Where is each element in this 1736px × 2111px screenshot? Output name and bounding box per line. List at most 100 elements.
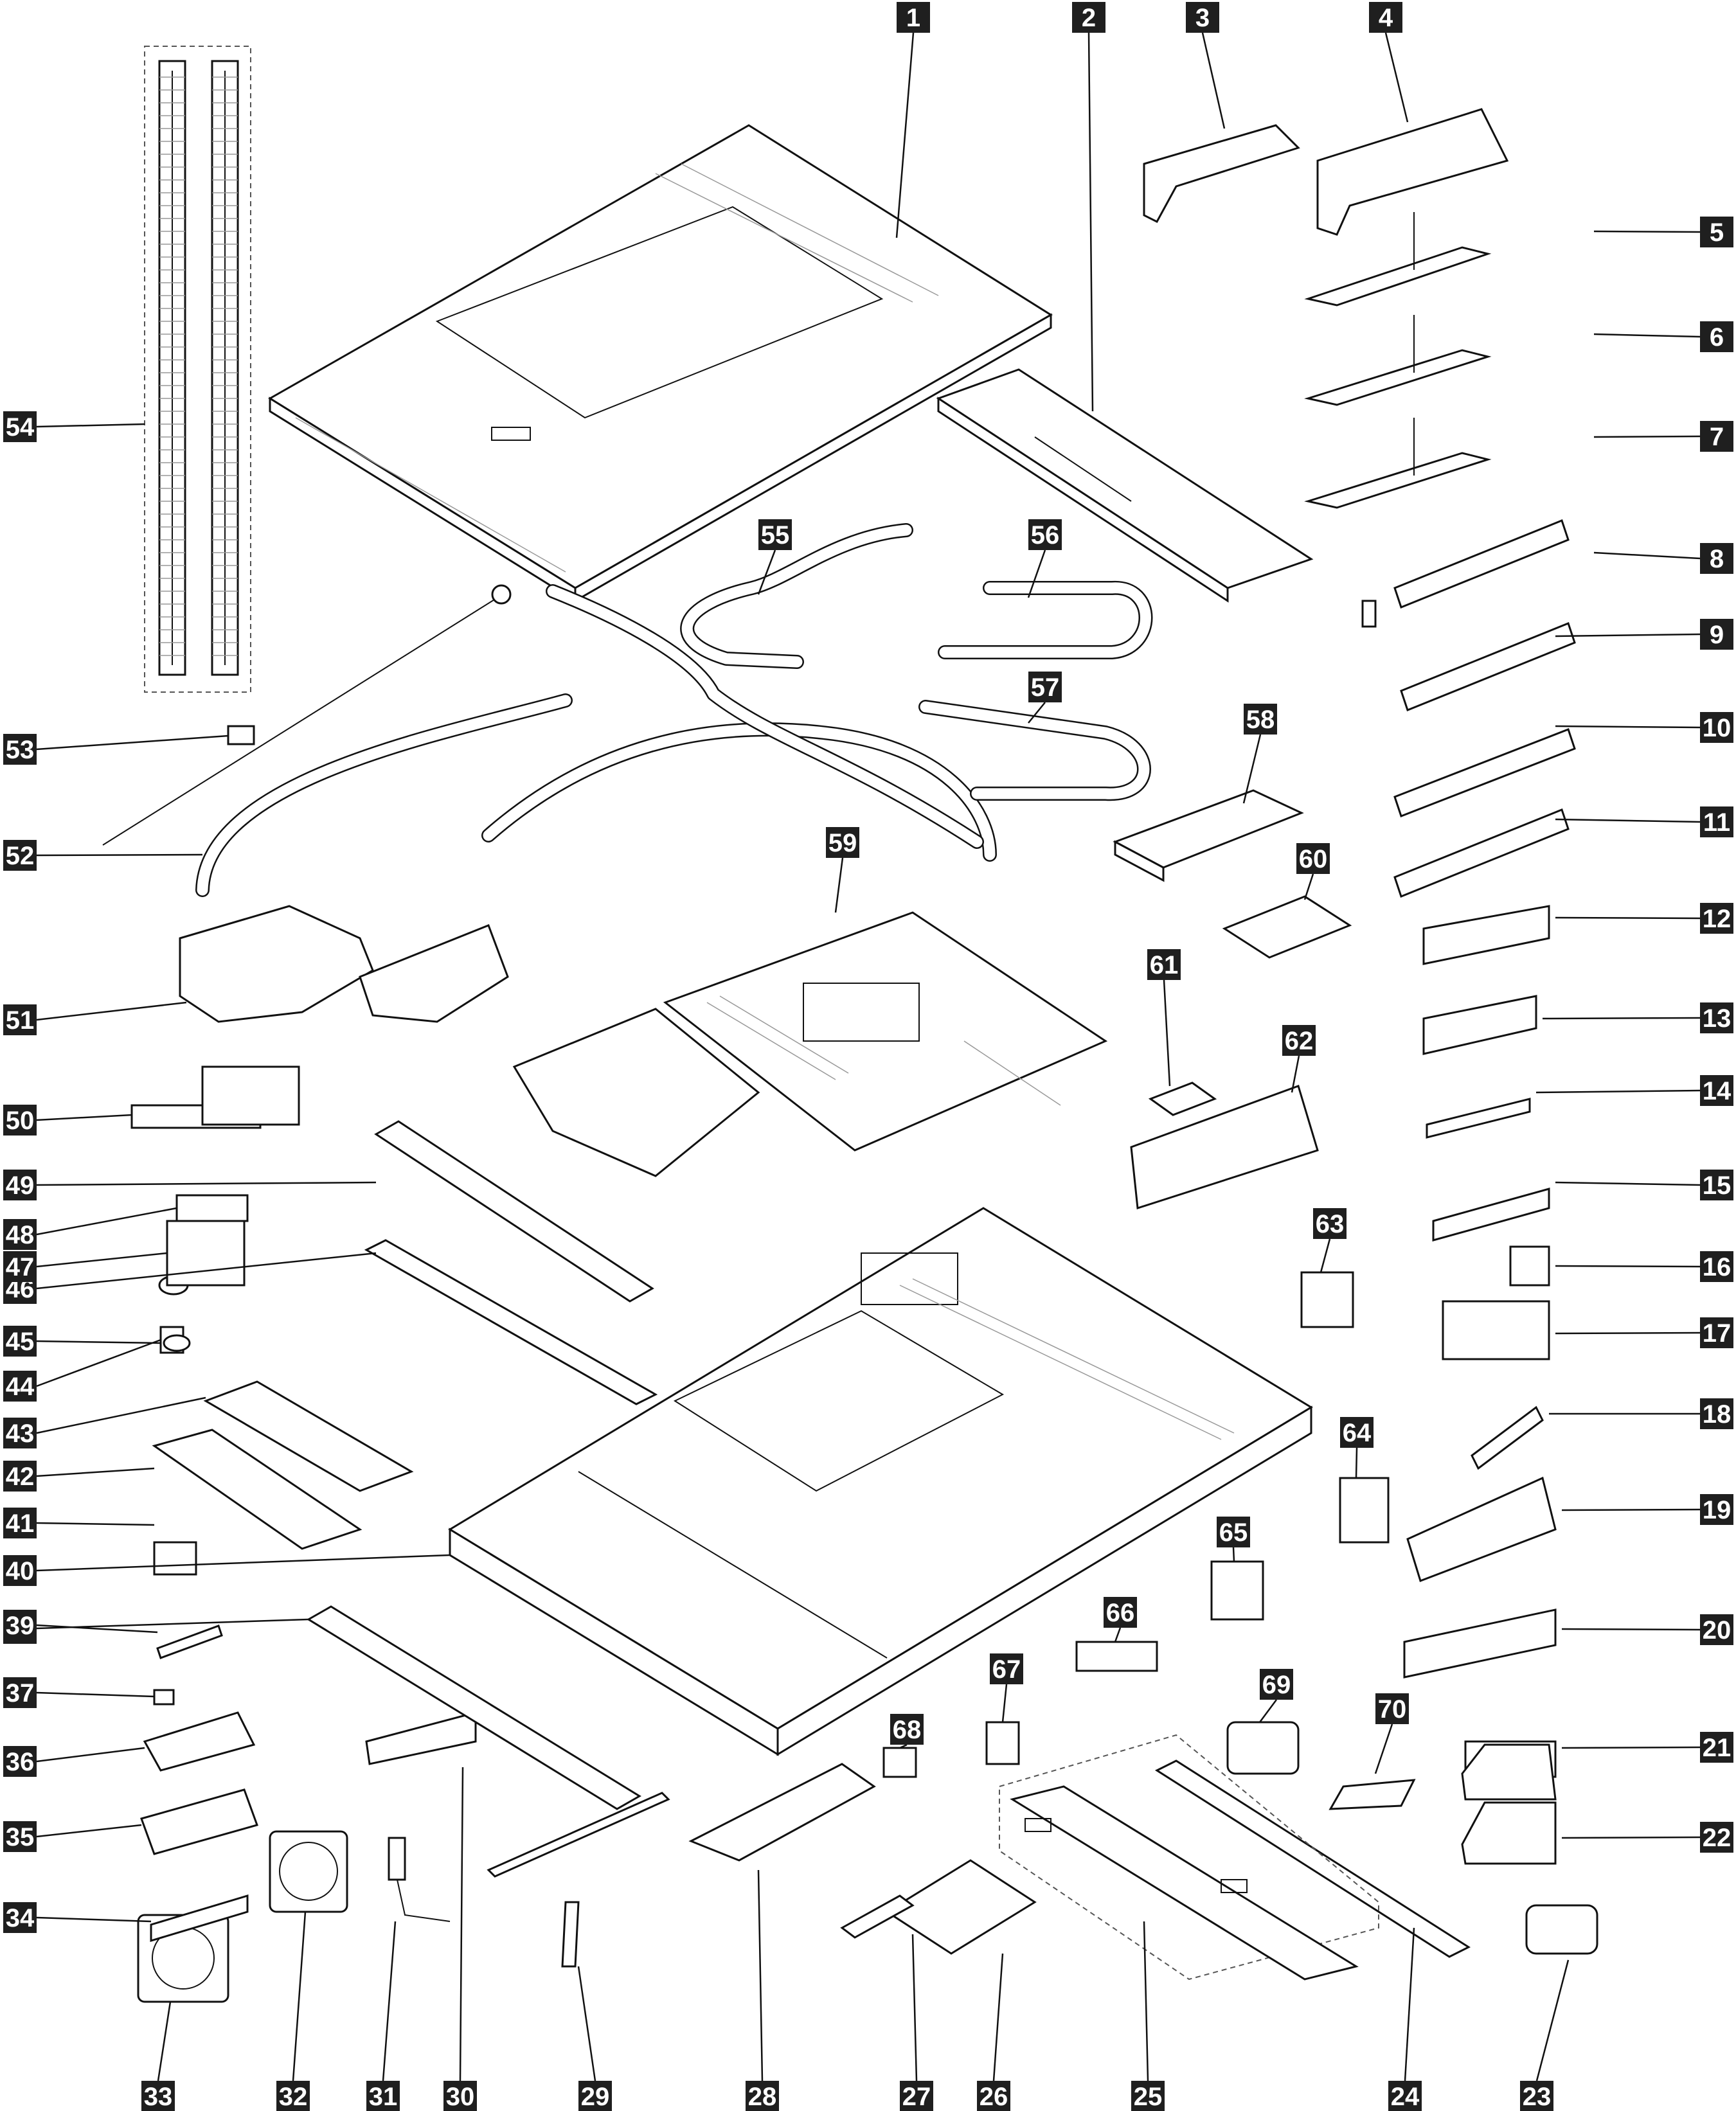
callout-number: 64 (1343, 1419, 1372, 1447)
callout-43-board: 43 (3, 1418, 37, 1448)
callout-62-power-supply: 62 (1282, 1025, 1316, 1056)
callout-number: 26 (980, 2083, 1008, 2111)
callout-badge (3, 1821, 37, 1852)
callout-66-filler: 66 (1104, 1597, 1137, 1628)
heatsinks-radiator-drawing (130, 1065, 658, 1405)
callout-badge (1700, 421, 1733, 452)
callout-23-battery: 23 (1520, 2081, 1553, 2111)
leader-line-22 (1561, 1836, 1701, 1839)
callout-badge (141, 2081, 175, 2111)
callout-number: 41 (6, 1510, 35, 1538)
callout-badge (3, 840, 37, 871)
callout-number: 34 (6, 1904, 35, 1932)
callout-number: 24 (1391, 2083, 1420, 2111)
callout-number: 39 (6, 1612, 35, 1640)
callout-68-io-module: 68 (890, 1714, 924, 1745)
callout-badge (1282, 1025, 1316, 1056)
leader-line-6 (1593, 333, 1701, 338)
callout-34-memory: 34 (3, 1902, 37, 1933)
leader-line-53 (36, 735, 229, 751)
callout-badge (366, 2081, 400, 2111)
callout-70-label: 70 (1375, 1693, 1409, 1724)
leader-line-44 (36, 1339, 161, 1387)
callout-badge (1700, 903, 1733, 934)
leader-line-16 (1555, 1265, 1701, 1268)
callout-20-adapter: 20 (1700, 1614, 1733, 1645)
callout-badge (758, 519, 792, 550)
callout-3-riser-cage: 3 (1186, 2, 1219, 33)
callout-number: 47 (6, 1253, 35, 1281)
callout-number: 32 (279, 2083, 308, 2111)
leader-line-13 (1542, 1017, 1701, 1020)
rail-kit-drawing (144, 46, 251, 693)
callout-15-drive-bracket: 15 (1700, 1170, 1733, 1200)
callout-number: 69 (1262, 1671, 1291, 1699)
callout-number: 61 (1150, 951, 1179, 979)
callout-badge (1244, 704, 1277, 735)
callout-40-chassis: 40 (3, 1555, 37, 1586)
leader-line-32 (292, 1911, 307, 2081)
leader-line-4 (1384, 32, 1409, 123)
callout-37-chip: 37 (3, 1677, 37, 1708)
callout-51-cold-plate: 51 (3, 1004, 37, 1035)
leader-line-65 (1232, 1547, 1235, 1562)
callout-number: 35 (6, 1823, 35, 1851)
callout-28-drive-cage: 28 (746, 2081, 779, 2111)
callout-badge (3, 1677, 37, 1708)
callout-badge (1700, 543, 1733, 574)
callout-number: 5 (1710, 218, 1724, 247)
leader-line-14 (1535, 1089, 1701, 1094)
callout-badge (276, 2081, 310, 2111)
leader-line-39 (36, 1624, 158, 1634)
callout-59-system-board: 59 (826, 827, 859, 858)
leader-line-42 (36, 1467, 155, 1477)
callout-badge (3, 1371, 37, 1402)
callout-number: 27 (902, 2083, 931, 2111)
callout-badge (1700, 1614, 1733, 1645)
callout-number: 58 (1246, 706, 1275, 734)
callout-61-board: 61 (1147, 949, 1181, 980)
callout-42-board: 42 (3, 1461, 37, 1492)
callout-53-tool: 53 (3, 734, 37, 765)
leader-line-35 (36, 1824, 142, 1838)
callout-badge (746, 2081, 779, 2111)
callout-badge (826, 827, 859, 858)
callout-16-small-board: 16 (1700, 1251, 1733, 1282)
callout-number: 18 (1703, 1400, 1732, 1429)
callout-12-drive: 12 (1700, 903, 1733, 934)
callout-number: 25 (1134, 2083, 1163, 2111)
leader-line-49 (36, 1181, 377, 1186)
callout-badge (3, 411, 37, 442)
callout-number: 13 (1703, 1004, 1732, 1033)
callout-26-board: 26 (977, 2081, 1010, 2111)
callout-35-filler: 35 (3, 1821, 37, 1852)
callout-54-rail: 54 (3, 411, 37, 442)
leader-line-47 (36, 1252, 168, 1268)
callout-badge (1186, 2, 1219, 33)
leader-line-41 (36, 1522, 155, 1526)
leader-line-28 (757, 1869, 764, 2081)
callout-number: 21 (1703, 1734, 1732, 1762)
callout-badge (1217, 1517, 1250, 1547)
callout-badge (3, 1418, 37, 1448)
callout-badge (1072, 2, 1105, 33)
callout-69-module: 69 (1260, 1669, 1293, 1700)
callout-badge (1700, 1822, 1733, 1853)
callout-badge (977, 2081, 1010, 2111)
callout-56-hose: 56 (1028, 519, 1062, 550)
callout-60-board: 60 (1296, 843, 1330, 874)
memory-fillers-drawing (140, 1689, 258, 1943)
callout-badge (1340, 1417, 1374, 1448)
callout-24-backplane: 24 (1388, 2081, 1422, 2111)
callout-58-adapter: 58 (1244, 704, 1277, 735)
callout-badge (1700, 217, 1733, 247)
callout-number: 56 (1031, 521, 1060, 549)
callout-55-hose: 55 (758, 519, 792, 550)
callout-number: 11 (1703, 808, 1730, 837)
leader-line-10 (1555, 725, 1701, 729)
leader-line-46 (36, 1252, 377, 1290)
leader-line-45 (36, 1340, 161, 1344)
leader-line-48 (36, 1207, 177, 1236)
callout-number: 37 (6, 1679, 35, 1707)
leader-line-11 (1555, 818, 1701, 823)
